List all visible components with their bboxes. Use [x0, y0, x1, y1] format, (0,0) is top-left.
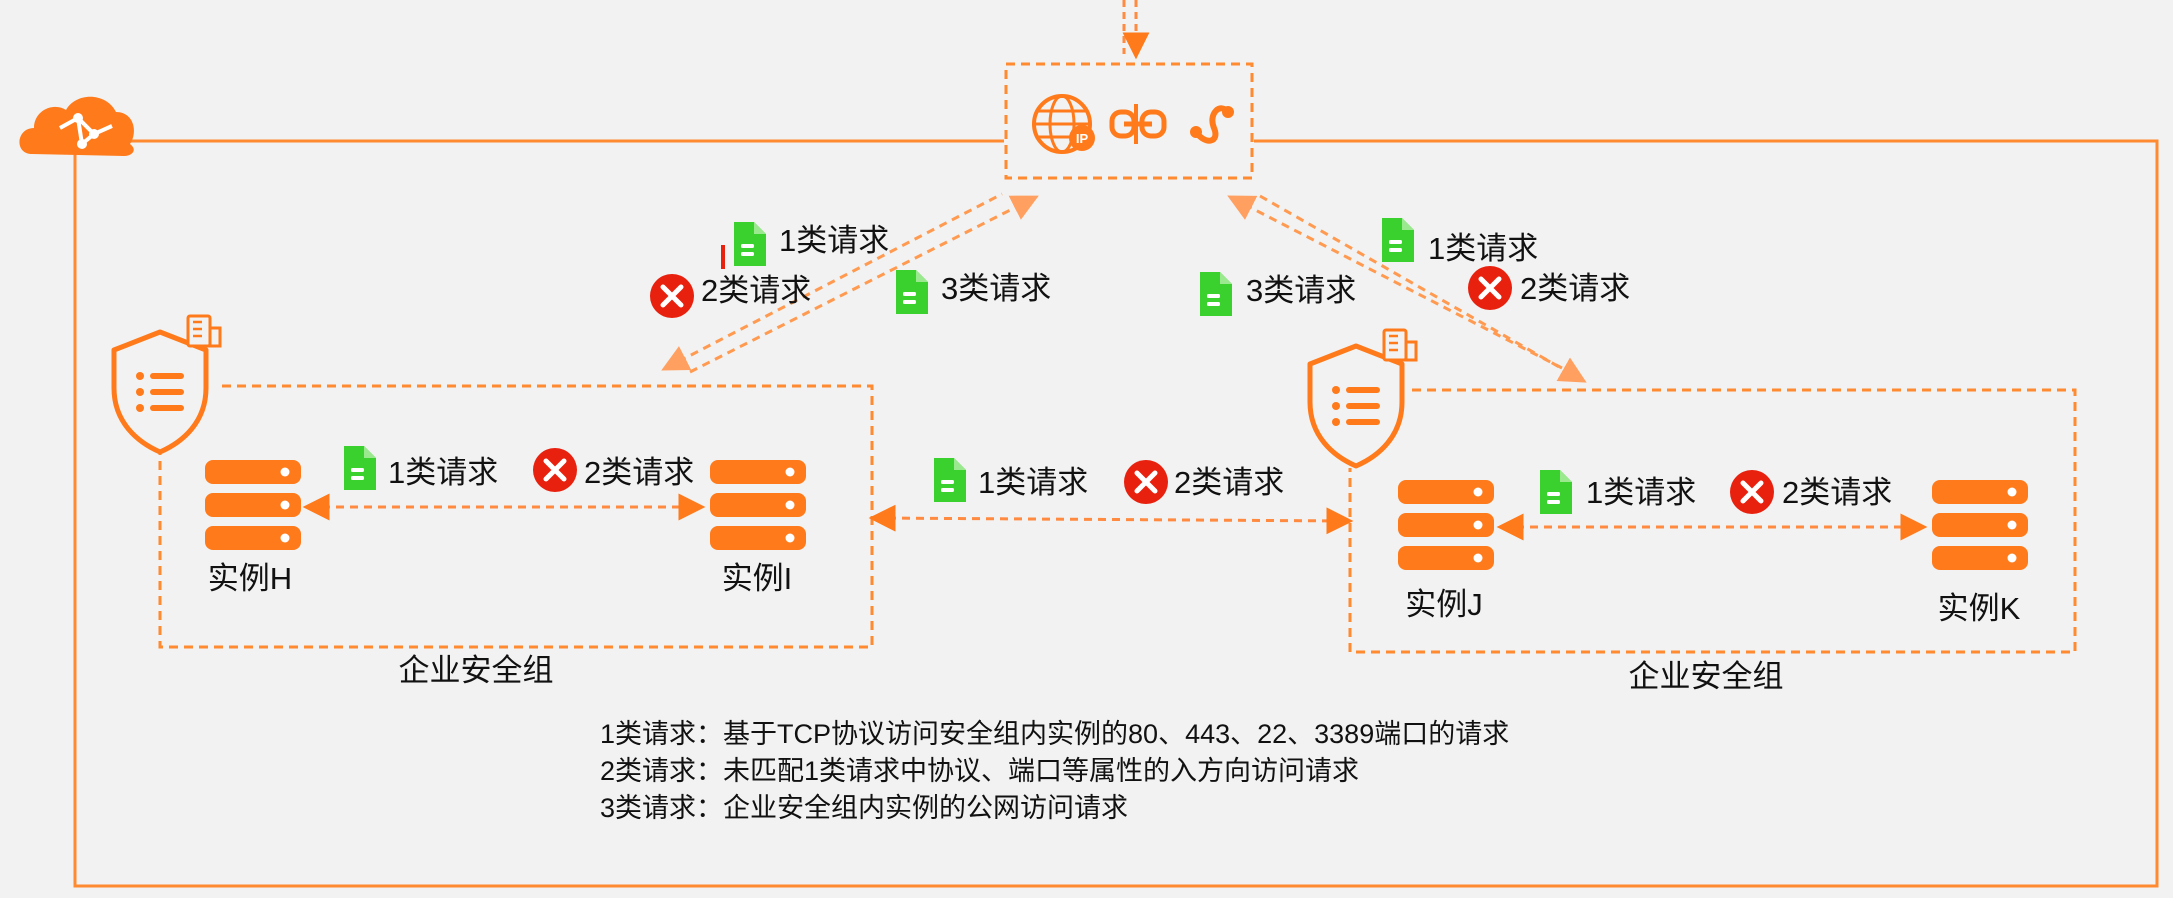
request-label-2: 2类请求 — [701, 273, 812, 308]
legend-text: 未匹配1类请求中协议、端口等属性的入方向访问请求 — [723, 756, 1360, 786]
document-check-icon — [1540, 470, 1572, 514]
instance-label-h: 实例H — [207, 561, 293, 596]
server-icon-h — [205, 460, 301, 550]
globe-ip-icon: IP — [1032, 94, 1095, 154]
gateway-box — [1004, 62, 1254, 180]
left-security-group-box — [158, 384, 874, 649]
shield-policy-icon — [114, 316, 220, 452]
request-label-2: 2类请求 — [1782, 475, 1893, 510]
legend-row: 1类请求： 基于TCP协议访问安全组内实例的80、443、22、3389端口的请… — [600, 716, 1509, 753]
right-uplink-line — [1227, 195, 1563, 370]
legend-key: 3类请求： — [600, 793, 724, 823]
request-label-1: 1类请求 — [978, 465, 1089, 500]
close-circle-icon — [1124, 460, 1168, 504]
legend-key: 2类请求： — [600, 756, 724, 786]
instance-label-i: 实例I — [721, 561, 793, 596]
request-label-3: 3类请求 — [1246, 273, 1357, 308]
document-check-icon — [934, 458, 966, 502]
server-icon-k — [1932, 480, 2028, 570]
security-group-label-right: 企业安全组 — [1628, 659, 1784, 694]
close-circle-icon — [650, 274, 694, 318]
link-icon — [1109, 104, 1167, 144]
request-label-1: 1类请求 — [1586, 475, 1697, 510]
legend-text: 企业安全组内实例的公网访问请求 — [723, 793, 1129, 823]
document-check-icon — [734, 222, 766, 266]
right-uplink-line — [1259, 194, 1587, 383]
request-label-1: 1类请求 — [388, 455, 499, 490]
legend-key: 1类请求： — [600, 719, 724, 749]
legend-row: 2类请求： 未匹配1类请求中协议、端口等属性的入方向访问请求 — [600, 753, 1509, 790]
instance-label-k: 实例K — [1937, 591, 2021, 626]
document-check-icon — [1200, 272, 1232, 316]
legend: 1类请求： 基于TCP协议访问安全组内实例的80、443、22、3389端口的请… — [600, 716, 1509, 827]
shield-policy-icon — [1310, 330, 1416, 466]
request-label-3: 3类请求 — [941, 271, 1052, 306]
request-label-2: 2类请求 — [1174, 465, 1285, 500]
request-label-2: 2类请求 — [584, 455, 695, 490]
server-icon-i — [710, 460, 806, 550]
instance-label-j: 实例J — [1405, 587, 1483, 622]
document-check-icon — [896, 270, 928, 314]
close-circle-icon — [533, 448, 577, 492]
legend-text: 基于TCP协议访问安全组内实例的80、443、22、3389端口的请求 — [723, 719, 1510, 749]
security-group-label-left: 企业安全组 — [398, 653, 554, 688]
legend-row: 3类请求： 企业安全组内实例的公网访问请求 — [600, 790, 1509, 827]
link-groups — [868, 504, 1354, 535]
document-check-icon — [1382, 218, 1414, 262]
request-label-1: 1类请求 — [779, 223, 890, 258]
close-circle-icon — [1468, 266, 1512, 310]
close-circle-icon — [1730, 470, 1774, 514]
cloud-icon — [19, 96, 134, 156]
document-check-icon — [344, 446, 376, 490]
server-icon-j — [1398, 480, 1494, 570]
vpc-border — [73, 139, 2159, 888]
request-label-1: 1类请求 — [1428, 231, 1539, 266]
svg-text:IP: IP — [1076, 131, 1089, 146]
right-security-group-box — [1348, 388, 2077, 654]
cursor-mark — [721, 245, 725, 269]
request-label-2: 2类请求 — [1520, 271, 1631, 306]
left-uplink-line — [661, 192, 1003, 371]
route-icon — [1190, 105, 1234, 144]
